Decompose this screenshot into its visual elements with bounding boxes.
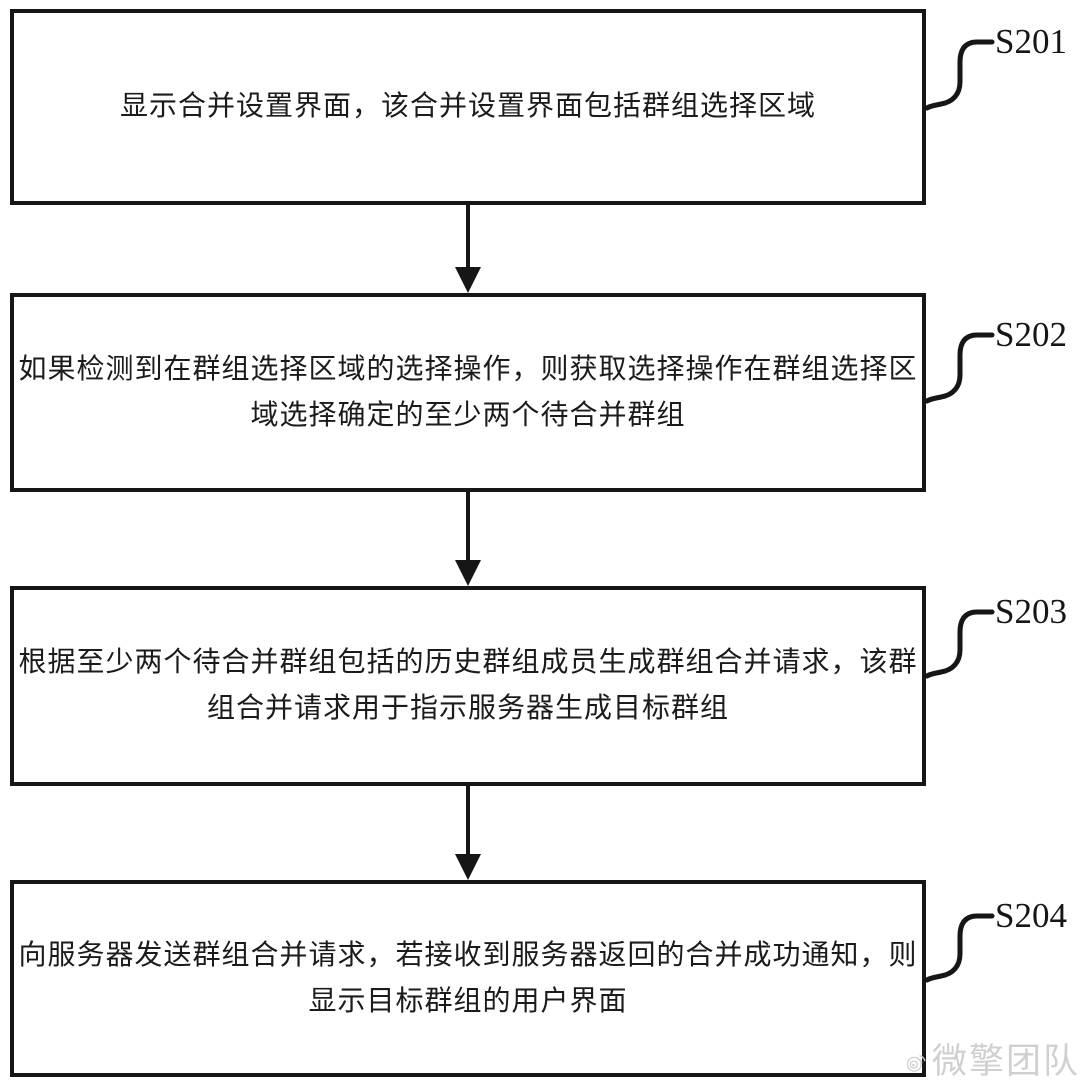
step-text-line: 域选择确定的至少两个待合并群组: [250, 399, 686, 431]
step-box-s202: 如果检测到在群组选择区域的选择操作，则获取选择操作在群组选择区 域选择确定的至少…: [10, 293, 926, 492]
leader-line-s202: [924, 332, 995, 404]
leader-line-s203: [924, 609, 995, 679]
arrow-line: [466, 205, 470, 271]
step-label-s204: S204: [995, 896, 1067, 935]
flow-arrow-2: [455, 492, 481, 586]
step-text-line: 显示合并设置界面，该合并设置界面包括群组选择区域: [119, 91, 816, 122]
leader-line-s204: [924, 913, 995, 983]
step-label-s202: S202: [995, 315, 1067, 354]
step-text-s202: 如果检测到在群组选择区域的选择操作，则获取选择操作在群组选择区 域选择确定的至少…: [14, 347, 922, 439]
watermark-text: 微擎团队: [931, 1042, 1080, 1081]
step-text-s201: 显示合并设置界面，该合并设置界面包括群组选择区域: [14, 84, 922, 130]
arrow-line: [466, 492, 470, 564]
flow-arrow-1: [455, 205, 481, 293]
step-text-line: 显示目标群组的用户界面: [308, 985, 628, 1017]
step-text-line: 组合并请求用于指示服务器生成目标群组: [206, 693, 729, 724]
leader-line-s201: [924, 39, 995, 111]
arrow-head-icon: [455, 267, 481, 293]
step-text-line: 根据至少两个待合并群组包括的历史群组成员生成群组合并请求，该群: [18, 647, 918, 678]
flow-arrow-3: [455, 786, 481, 880]
arrow-head-icon: [455, 560, 481, 586]
watermark: 微擎团队: [905, 1036, 1080, 1088]
weibo-eye-icon: [906, 1055, 926, 1072]
step-box-s204: 向服务器发送群组合并请求，若接收到服务器返回的合并成功通知，则 显示目标群组的用…: [10, 880, 926, 1077]
step-label-s203: S203: [995, 592, 1067, 631]
step-box-s201: 显示合并设置界面，该合并设置界面包括群组选择区域: [10, 9, 926, 205]
arrow-head-icon: [455, 854, 481, 880]
step-text-line: 如果检测到在群组选择区域的选择操作，则获取选择操作在群组选择区: [18, 353, 918, 385]
arrow-line: [466, 786, 470, 858]
step-label-s201: S201: [995, 22, 1067, 61]
step-box-s203: 根据至少两个待合并群组包括的历史群组成员生成群组合并请求，该群 组合并请求用于指…: [10, 586, 926, 786]
step-text-s203: 根据至少两个待合并群组包括的历史群组成员生成群组合并请求，该群 组合并请求用于指…: [14, 640, 922, 732]
step-text-line: 向服务器发送群组合并请求，若接收到服务器返回的合并成功通知，则: [18, 939, 918, 971]
step-text-s204: 向服务器发送群组合并请求，若接收到服务器返回的合并成功通知，则 显示目标群组的用…: [14, 933, 922, 1025]
